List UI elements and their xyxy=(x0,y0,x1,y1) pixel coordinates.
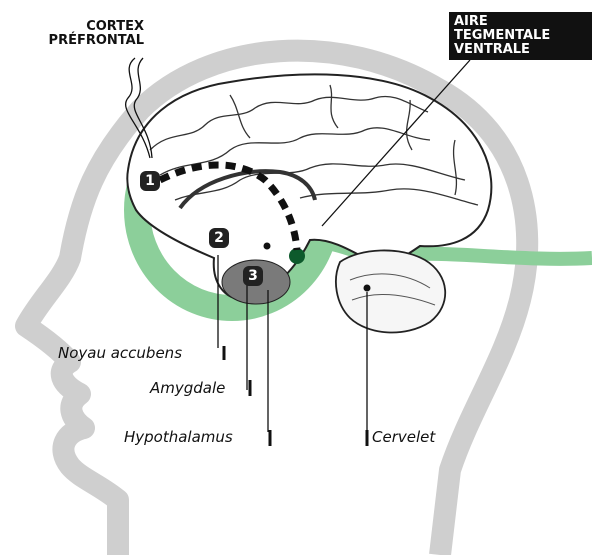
cerebellum xyxy=(336,250,445,332)
label-hypothalamus: Hypothalamus xyxy=(124,428,233,446)
label-vta-line3: VENTRALE xyxy=(454,43,592,57)
label-cortex-line1: CORTEX xyxy=(40,20,144,34)
vta-dot xyxy=(289,248,305,264)
label-cortex-prefrontal: CORTEX PRÉFRONTAL xyxy=(40,20,144,48)
marker-2: 2 xyxy=(209,228,229,248)
label-ticks xyxy=(224,346,367,446)
hypothalamus-dot xyxy=(264,243,271,250)
label-amygdale: Amygdale xyxy=(150,379,225,397)
label-vta-line1: AIRE xyxy=(454,15,592,29)
label-vta-line2: TEGMENTALE xyxy=(454,29,592,43)
marker-1: 1 xyxy=(140,171,160,191)
marker-3: 3 xyxy=(243,266,263,286)
label-cortex-line2: PRÉFRONTAL xyxy=(40,34,144,48)
label-noyau-accubens: Noyau accubens xyxy=(58,344,182,362)
label-cervelet: Cervelet xyxy=(372,428,435,446)
label-aire-tegmentale-ventrale: AIRE TEGMENTALE VENTRALE xyxy=(449,12,592,60)
